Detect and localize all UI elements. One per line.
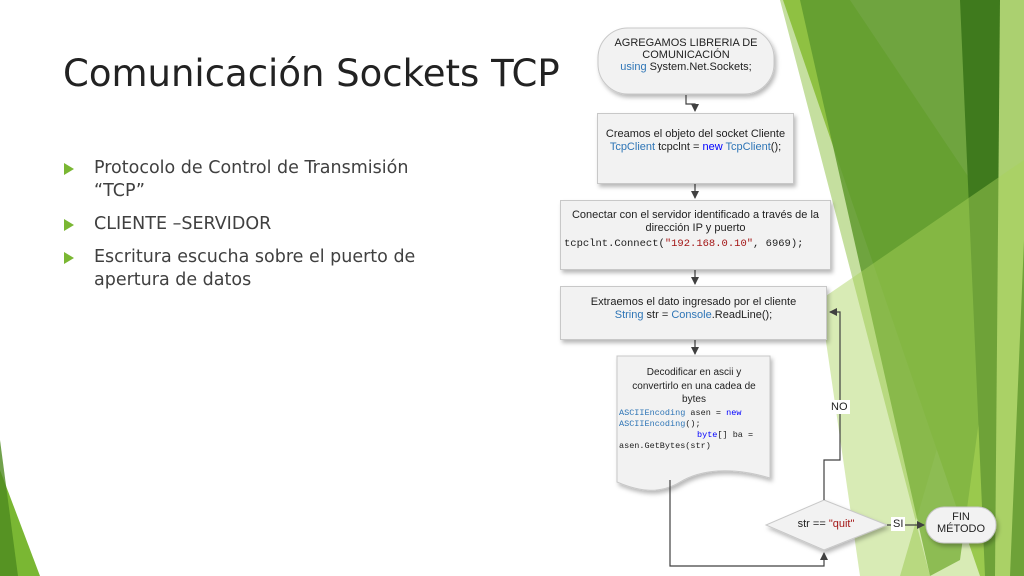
decision-diamond-shape bbox=[764, 499, 889, 551]
create-socket-box: Creamos el objeto del socket Cliente Tcp… bbox=[597, 113, 794, 184]
decode-type-a: ASCIIEncoding bbox=[619, 407, 686, 418]
end-terminator-shape bbox=[925, 506, 997, 544]
decode-code-d: asen.GetBytes(str) bbox=[619, 440, 711, 451]
bullet-item: Escritura escucha sobre el puerto de ape… bbox=[64, 246, 424, 292]
connect-text: Conectar con el servidor identificado a … bbox=[571, 209, 820, 234]
slide-title: Comunicación Sockets TCP bbox=[63, 52, 560, 95]
decode-document-shape bbox=[616, 355, 771, 491]
start-line1: AGREGAMOS LIBRERIA DE bbox=[614, 37, 758, 49]
start-line2: COMUNICACIÓN bbox=[642, 49, 730, 61]
triangle-bullet-icon bbox=[64, 163, 74, 175]
connect-box: Conectar con el servidor identificado a … bbox=[560, 200, 831, 270]
read-class: Console bbox=[671, 309, 712, 321]
start-terminator: AGREGAMOS LIBRERIA DE COMUNICACIÓN using… bbox=[602, 37, 770, 73]
decode-byte: byte bbox=[697, 429, 718, 440]
no-label: NO bbox=[829, 400, 850, 414]
bullet-item: CLIENTE –SERVIDOR bbox=[64, 213, 424, 236]
decode-code-b: (); bbox=[685, 418, 701, 429]
end-terminator: FIN MÉTODO bbox=[928, 511, 994, 535]
read-text: Extraemos el dato ingresado por el clien… bbox=[590, 296, 797, 308]
decision-var: str == bbox=[797, 518, 826, 530]
read-type: String bbox=[614, 309, 644, 321]
decode-code-c: [] ba = bbox=[717, 429, 754, 440]
connect-ip: "192.168.0.10" bbox=[664, 238, 754, 250]
read-call: .ReadLine(); bbox=[711, 309, 773, 321]
create-type: TcpClient bbox=[609, 141, 656, 153]
create-ctor: TcpClient bbox=[725, 141, 771, 153]
decode-document: Decodificar en ascii y convertirlo en un… bbox=[619, 366, 769, 452]
si-label: SI bbox=[891, 517, 906, 531]
bullet-text: Escritura escucha sobre el puerto de ape… bbox=[94, 247, 416, 290]
namespace-text: System.Net.Sockets; bbox=[649, 61, 752, 73]
decision: str == "quit" bbox=[780, 518, 872, 530]
read-var: str bbox=[646, 309, 659, 321]
create-var: tcpclnt bbox=[658, 141, 690, 153]
triangle-bullet-icon bbox=[64, 252, 74, 264]
end-line2: MÉTODO bbox=[936, 523, 986, 535]
create-end: (); bbox=[770, 141, 782, 153]
connect-code-a: tcpclnt.Connect( bbox=[564, 238, 665, 250]
bullet-text: CLIENTE –SERVIDOR bbox=[94, 214, 272, 234]
decode-new: new bbox=[726, 407, 742, 418]
bullet-item: Protocolo de Control de Transmisión “TCP… bbox=[64, 157, 424, 203]
connect-code-b: , 6969); bbox=[753, 238, 804, 250]
decode-text: Decodificar en ascii y convertirlo en un… bbox=[632, 367, 756, 405]
decode-code-a: asen = bbox=[685, 407, 727, 418]
read-box: Extraemos el dato ingresado por el clien… bbox=[560, 286, 827, 340]
create-eq: = bbox=[692, 141, 700, 153]
decision-value: "quit" bbox=[828, 518, 855, 530]
end-line1: FIN bbox=[952, 511, 970, 523]
create-text: Creamos el objeto del socket Cliente bbox=[605, 128, 786, 140]
bullet-list: Protocolo de Control de Transmisión “TCP… bbox=[64, 157, 424, 302]
triangle-bullet-icon bbox=[64, 219, 74, 231]
using-keyword: using bbox=[620, 61, 647, 73]
bullet-text: Protocolo de Control de Transmisión “TCP… bbox=[94, 158, 409, 201]
create-new: new bbox=[702, 141, 723, 153]
start-terminator-shape bbox=[597, 27, 775, 95]
read-eq: = bbox=[661, 309, 669, 321]
decode-type-b: ASCIIEncoding bbox=[619, 418, 686, 429]
